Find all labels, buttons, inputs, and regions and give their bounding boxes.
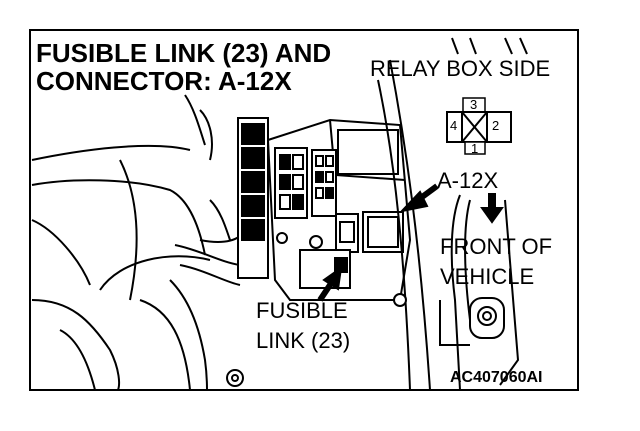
relay-box-side-label: RELAY BOX SIDE <box>370 56 551 81</box>
connector-pin-diagram <box>446 97 512 155</box>
arrow-to-fusible-link <box>317 265 343 302</box>
arrow-to-connector <box>399 183 439 213</box>
pin-1-label: 1 <box>471 141 479 156</box>
pin-3-label: 3 <box>470 97 478 112</box>
left-harness-lines <box>31 94 246 391</box>
figure-code: AC407060AI <box>450 369 543 386</box>
connector-a12x-body <box>335 211 404 253</box>
pin-2-label: 2 <box>492 118 500 133</box>
diagram-title-line2: CONNECTOR: A-12X <box>36 66 292 96</box>
right-panel-lines <box>377 37 528 391</box>
bottom-fasteners <box>226 293 407 387</box>
pin-4-label: 4 <box>450 118 458 133</box>
fuse-strip <box>237 117 269 279</box>
fusible-link-line2: LINK (23) <box>256 328 351 353</box>
front-direction-arrow <box>480 193 504 224</box>
front-of-vehicle-line2: VEHICLE <box>440 264 535 289</box>
front-of-vehicle-line1: FRONT OF <box>440 234 553 259</box>
fusible-link-line1: FUSIBLE <box>256 298 348 323</box>
mounting-bolt <box>469 297 505 339</box>
diagram-title-line1: FUSIBLE LINK (23) AND <box>36 38 332 68</box>
connector-a12x-label: A-12X <box>437 168 499 193</box>
